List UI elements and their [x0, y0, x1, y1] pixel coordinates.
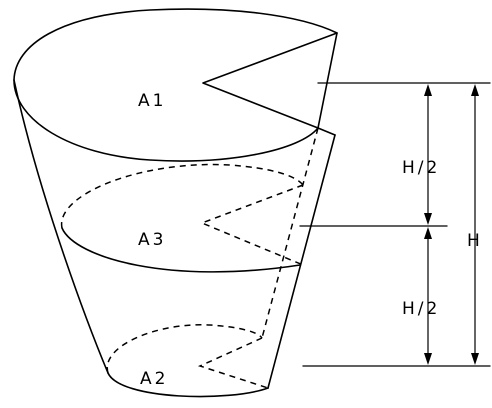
- total-height-label: H: [467, 231, 483, 251]
- back-cut-slant-edge: [317, 32, 338, 129]
- bottom-face-front: [107, 372, 269, 398]
- middle-section-back: [61, 163, 304, 229]
- lower-half-dimension: [424, 227, 432, 365]
- middle-cut-wedge: [199, 184, 304, 266]
- total-height-dimension: [471, 84, 479, 365]
- upper-half-label: H/2: [402, 158, 440, 178]
- upper-half-dimension: [424, 84, 432, 225]
- middle-section-front: [61, 227, 301, 273]
- area-label-a3: A3: [138, 230, 166, 250]
- lower-half-label: H/2: [402, 299, 440, 319]
- bottom-face-back: [106, 324, 263, 374]
- bottom-cut-wedge: [197, 337, 269, 389]
- right-side-edge: [267, 134, 336, 389]
- area-label-a1: A1: [138, 91, 166, 111]
- hidden-back-edge: [261, 127, 319, 339]
- area-label-a2: A2: [140, 369, 168, 389]
- top-cut-back-edge: [317, 127, 336, 136]
- top-face-outline: [13, 8, 338, 162]
- left-side-edge: [13, 79, 109, 374]
